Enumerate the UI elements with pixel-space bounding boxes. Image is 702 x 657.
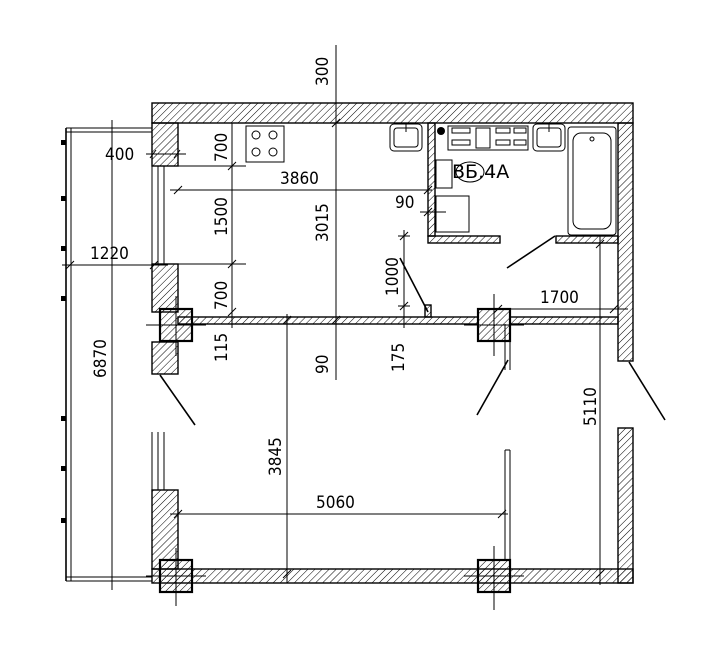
partition-wall (177, 316, 479, 325)
wall-right-lower (617, 427, 634, 584)
bathtub-icon (567, 126, 617, 236)
dim-400: 400 (105, 145, 134, 165)
dim-1000: 1000 (383, 257, 403, 296)
dim-3860: 3860 (280, 169, 319, 189)
wall-left-low (151, 341, 179, 375)
apartment-label: ВБ.4А (452, 161, 509, 183)
dim-3845: 3845 (266, 437, 286, 476)
dim-115: 115 (212, 333, 232, 362)
dim-1700: 1700 (540, 288, 579, 308)
dim-90-top: 90 (395, 193, 414, 213)
door-left (159, 374, 196, 426)
toilet-icon (435, 159, 485, 233)
wall-bottom (151, 568, 634, 584)
wall-left-bottom (151, 489, 179, 570)
sink-icon (389, 123, 423, 152)
dim-1500: 1500 (212, 197, 232, 236)
door-kitchen (399, 257, 429, 313)
dim-700-top: 700 (212, 133, 232, 162)
door-right (628, 361, 666, 421)
bathroom-sink-icon (532, 123, 566, 152)
bathroom-wall-lower (427, 235, 501, 244)
dim-5060: 5060 (316, 493, 355, 513)
dim-3015: 3015 (313, 203, 333, 242)
dim-300: 300 (313, 57, 333, 86)
door-center (476, 359, 509, 416)
dim-90-mid: 90 (313, 355, 333, 374)
dim-175: 175 (389, 343, 409, 372)
wall-right-upper (617, 122, 634, 362)
partition-wall-right (509, 316, 619, 325)
fixtures (245, 123, 617, 236)
balcony (61, 127, 152, 582)
dim-6870: 6870 (91, 339, 111, 378)
walls (151, 102, 634, 584)
wall-left-top (151, 122, 179, 167)
door-bathroom (506, 235, 556, 269)
bathroom-wall-left (427, 122, 436, 237)
dimension-lines (62, 45, 628, 610)
bathroom-wall-right (555, 235, 619, 244)
dim-5110: 5110 (581, 387, 601, 426)
dim-700-bottom: 700 (212, 281, 232, 310)
meter-panel-icon (437, 125, 529, 151)
doors (159, 235, 666, 560)
wall-top (151, 102, 634, 124)
dimension-labels: 300 400 700 3860 1500 3015 90 1220 1000 … (90, 57, 601, 513)
stove-icon (245, 125, 285, 163)
wall-left-mid (151, 263, 179, 313)
dim-1220: 1220 (90, 244, 129, 264)
